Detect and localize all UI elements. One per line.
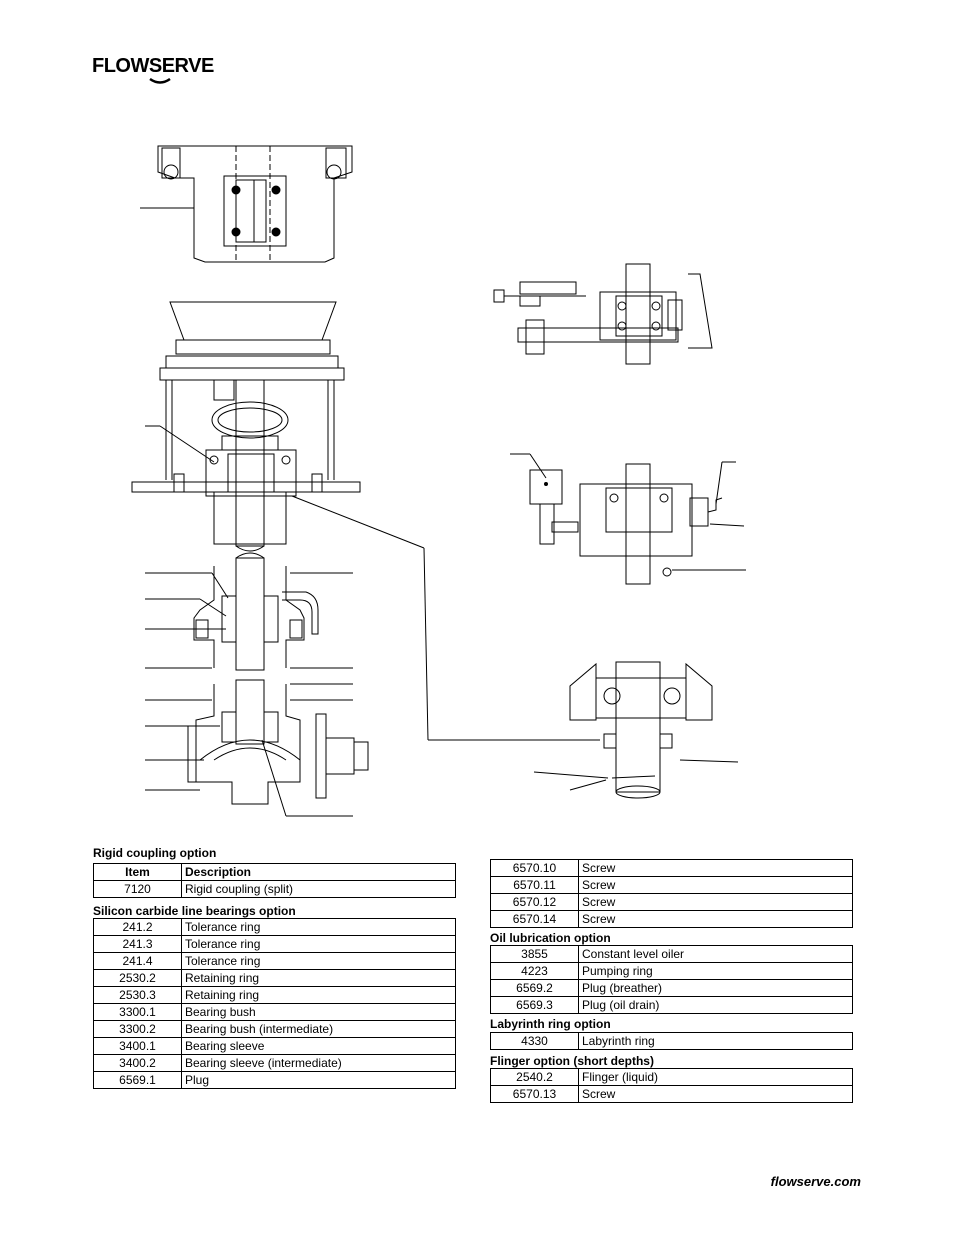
description-cell: Bearing bush [181, 1003, 456, 1021]
description-cell: Retaining ring [181, 969, 456, 987]
description-cell: Flinger (liquid) [578, 1068, 853, 1086]
item-number-cell: 7120 [93, 880, 182, 898]
rigid-coupling-title: Rigid coupling option [93, 846, 217, 860]
description-cell: Pumping ring [578, 962, 853, 980]
rigid-coupling-detail [140, 145, 353, 263]
item-number-cell: 6570.11 [490, 876, 579, 894]
description-cell: Screw [578, 910, 853, 928]
item-number-cell: 6569.3 [490, 996, 579, 1014]
item-number-cell: 6569.2 [490, 979, 579, 997]
item-number-cell: 2530.3 [93, 986, 182, 1004]
labyrinth-title: Labyrinth ring option [490, 1017, 611, 1031]
oil-lubrication-detail [510, 453, 746, 585]
description-cell: Tolerance ring [181, 952, 456, 970]
description-cell: Labyrinth ring [578, 1032, 853, 1050]
item-number-cell: 241.4 [93, 952, 182, 970]
item-number-cell: 6570.12 [490, 893, 579, 911]
description-cell: Plug [181, 1071, 456, 1089]
description-cell: Screw [578, 859, 853, 877]
logo-swoosh-icon [149, 77, 171, 84]
item-number-cell: 3300.1 [93, 1003, 182, 1021]
description-cell: Screw [578, 876, 853, 894]
oil-lubrication-title: Oil lubrication option [490, 931, 611, 945]
item-number-cell: 6570.14 [490, 910, 579, 928]
description-cell: Rigid coupling (split) [181, 880, 456, 898]
labyrinth-option-detail [533, 661, 739, 799]
description-cell: Tolerance ring [181, 935, 456, 953]
description-cell: Retaining ring [181, 986, 456, 1004]
item-number-cell: 3855 [490, 945, 579, 963]
description-cell: Plug (breather) [578, 979, 853, 997]
description-header: Description [181, 863, 456, 881]
table-header-row: Item Description [93, 863, 456, 881]
item-number-cell: 6570.13 [490, 1085, 579, 1103]
intermediate-bearing-detail [145, 557, 353, 671]
brand-name: FLOWSERVE [92, 55, 214, 77]
footer-website: flowserve.com [770, 1174, 861, 1189]
silicon-carbide-title: Silicon carbide line bearings option [93, 904, 296, 918]
item-number-cell: 4223 [490, 962, 579, 980]
description-cell: Tolerance ring [181, 918, 456, 936]
pump-casing-detail [145, 679, 369, 817]
description-cell: Bearing bush (intermediate) [181, 1020, 456, 1038]
item-number-cell: 6570.10 [490, 859, 579, 877]
item-header: Item [93, 863, 182, 881]
item-number-cell: 3400.2 [93, 1054, 182, 1072]
flowserve-logo: FLOWSERVE [92, 52, 214, 88]
pump-section-drawing [131, 145, 746, 817]
item-number-cell: 241.3 [93, 935, 182, 953]
pump-assembly-main [131, 301, 600, 741]
description-cell: Bearing sleeve [181, 1037, 456, 1055]
description-cell: Bearing sleeve (intermediate) [181, 1054, 456, 1072]
description-cell: Plug (oil drain) [578, 996, 853, 1014]
description-cell: Screw [578, 893, 853, 911]
item-number-cell: 6569.1 [93, 1071, 182, 1089]
item-number-cell: 241.2 [93, 918, 182, 936]
item-number-cell: 3400.1 [93, 1037, 182, 1055]
item-number-cell: 2530.2 [93, 969, 182, 987]
flinger-title: Flinger option (short depths) [490, 1054, 654, 1068]
flinger-option-detail [493, 263, 713, 365]
item-number-cell: 4330 [490, 1032, 579, 1050]
item-number-cell: 3300.2 [93, 1020, 182, 1038]
description-cell: Constant level oiler [578, 945, 853, 963]
item-number-cell: 2540.2 [490, 1068, 579, 1086]
description-cell: Screw [578, 1085, 853, 1103]
